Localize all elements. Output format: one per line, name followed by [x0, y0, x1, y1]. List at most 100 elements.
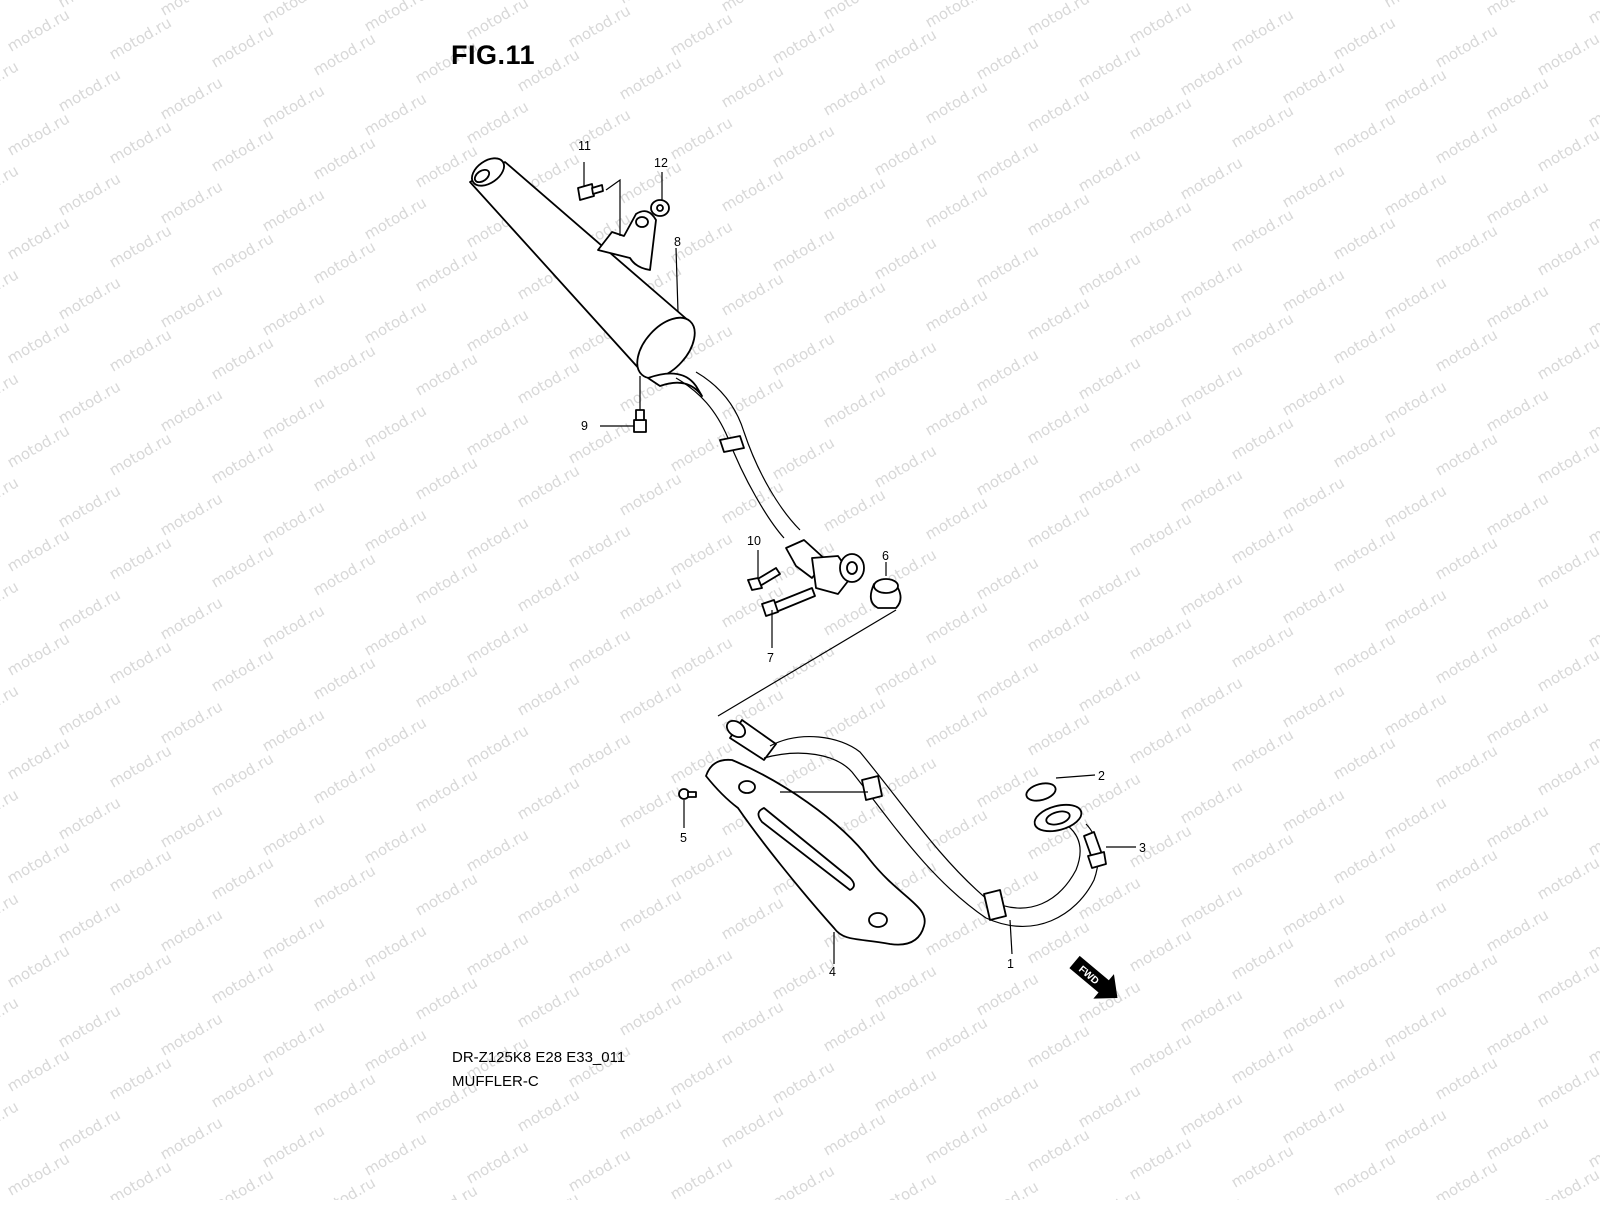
watermark-text: motod.ru: [157, 1113, 226, 1163]
callout-4: 4: [829, 965, 836, 979]
watermark-text: motod.ru: [1075, 561, 1144, 611]
watermark-text: motod.ru: [769, 1161, 838, 1200]
watermark-text: motod.ru: [412, 765, 481, 815]
watermark-text: motod.ru: [616, 989, 685, 1039]
watermark-text: motod.ru: [1177, 569, 1246, 619]
callout-5: 5: [680, 831, 687, 845]
watermark-text: motod.ru: [310, 757, 379, 807]
watermark-text: motod.ru: [1075, 665, 1144, 715]
watermark-text: motod.ru: [667, 633, 736, 683]
watermark-text: motod.ru: [922, 181, 991, 231]
watermark-text: motod.ru: [1330, 421, 1399, 471]
watermark-text: motod.ru: [1024, 293, 1093, 343]
watermark-text: motod.ru: [1126, 509, 1195, 559]
watermark-text: motod.ru: [1228, 101, 1297, 151]
watermark-text: motod.ru: [769, 121, 838, 171]
watermark-text: motod.ru: [1483, 489, 1552, 539]
watermark-text: motod.ru: [55, 689, 124, 739]
watermark-text: motod.ru: [1126, 925, 1195, 975]
muffler-bracket: [597, 210, 657, 271]
watermark-text: motod.ru: [1381, 897, 1450, 947]
watermark-text: motod.ru: [1483, 801, 1552, 851]
watermark-text: motod.ru: [514, 981, 583, 1031]
watermark-text: motod.ru: [4, 733, 73, 783]
watermark-text: motod.ru: [1228, 1037, 1297, 1087]
watermark-text: motod.ru: [1075, 145, 1144, 195]
watermark-text: motod.ru: [718, 373, 787, 423]
watermark-text: motod.ru: [871, 441, 940, 491]
watermark-text: motod.ru: [1330, 317, 1399, 367]
watermark-text: motod.ru: [1228, 1141, 1297, 1191]
watermark-text: motod.ru: [1024, 709, 1093, 759]
watermark-text: motod.ru: [973, 865, 1042, 915]
watermark-text: motod.ru: [1330, 1045, 1399, 1095]
watermark-text: motod.ru: [1177, 153, 1246, 203]
watermark-text: motod.ru: [208, 957, 277, 1007]
watermark-text: motod.ru: [1534, 1165, 1600, 1200]
watermark-text: motod.ru: [208, 333, 277, 383]
watermark-text: motod.ru: [718, 893, 787, 943]
watermark-text: motod.ru: [1534, 125, 1600, 175]
watermark-text: motod.ru: [1432, 325, 1501, 375]
watermark-text: motod.ru: [463, 721, 532, 771]
watermark-text: motod.ru: [0, 473, 22, 523]
watermark-text: motod.ru: [820, 173, 889, 223]
watermark-text: motod.ru: [616, 1093, 685, 1143]
gasket-part-2: [1025, 782, 1083, 833]
watermark-text: motod.ru: [208, 1165, 277, 1200]
watermark-text: motod.ru: [157, 73, 226, 123]
watermark-text: motod.ru: [106, 117, 175, 167]
watermark-text: motod.ru: [922, 909, 991, 959]
watermark-text: motod.ru: [361, 89, 430, 139]
watermark-text: motod.ru: [310, 965, 379, 1015]
watermark-text: motod.ru: [1585, 185, 1600, 235]
watermark-text: motod.ru: [208, 21, 277, 71]
watermark-text: motod.ru: [718, 269, 787, 319]
watermark-text: motod.ru: [1126, 821, 1195, 871]
watermark-text: motod.ru: [922, 0, 991, 31]
watermark-text: motod.ru: [1024, 1125, 1093, 1175]
watermark-text: motod.ru: [157, 177, 226, 227]
watermark-text: motod.ru: [361, 1025, 430, 1075]
watermark-text: motod.ru: [973, 657, 1042, 707]
callout-7: 7: [767, 651, 774, 665]
watermark-text: motod.ru: [514, 461, 583, 511]
watermark-text: motod.ru: [1432, 1157, 1501, 1200]
watermark-text: motod.ru: [1534, 229, 1600, 279]
watermark-text: motod.ru: [1075, 457, 1144, 507]
watermark-text: motod.ru: [1024, 397, 1093, 447]
watermark-text: motod.ru: [106, 325, 175, 375]
watermark-text: motod.ru: [1024, 1021, 1093, 1071]
watermark-text: motod.ru: [259, 1121, 328, 1171]
watermark-text: motod.ru: [565, 833, 634, 883]
watermark-text: motod.ru: [0, 577, 22, 627]
watermark-text: motod.ru: [871, 129, 940, 179]
watermark-text: motod.ru: [1330, 941, 1399, 991]
watermark-text: motod.ru: [769, 1057, 838, 1107]
watermark-text: motod.ru: [922, 77, 991, 127]
watermark-text: motod.ru: [1483, 905, 1552, 955]
watermark-text: motod.ru: [871, 1065, 940, 1115]
watermark-text: motod.ru: [1381, 169, 1450, 219]
watermark-text: motod.ru: [55, 585, 124, 635]
watermark-text: motod.ru: [310, 133, 379, 183]
callout-3: 3: [1139, 841, 1146, 855]
watermark-text: motod.ru: [1279, 681, 1348, 731]
watermark-text: motod.ru: [1432, 429, 1501, 479]
watermark-text: motod.ru: [0, 785, 22, 835]
watermark-text: motod.ru: [1534, 333, 1600, 383]
watermark-text: motod.ru: [871, 25, 940, 75]
watermark-text: motod.ru: [55, 169, 124, 219]
callout-1: 1: [1007, 957, 1014, 971]
watermark-text: motod.ru: [1228, 621, 1297, 671]
watermark-text: motod.ru: [1585, 601, 1600, 651]
watermark-text: motod.ru: [871, 961, 940, 1011]
watermark-text: motod.ru: [106, 429, 175, 479]
watermark-text: motod.ru: [412, 349, 481, 399]
watermark-text: motod.ru: [616, 573, 685, 623]
watermark-text: motod.ru: [463, 1137, 532, 1187]
watermark-text: motod.ru: [769, 953, 838, 1003]
watermark-text: motod.ru: [310, 861, 379, 911]
watermark-text: motod.ru: [1075, 1081, 1144, 1131]
